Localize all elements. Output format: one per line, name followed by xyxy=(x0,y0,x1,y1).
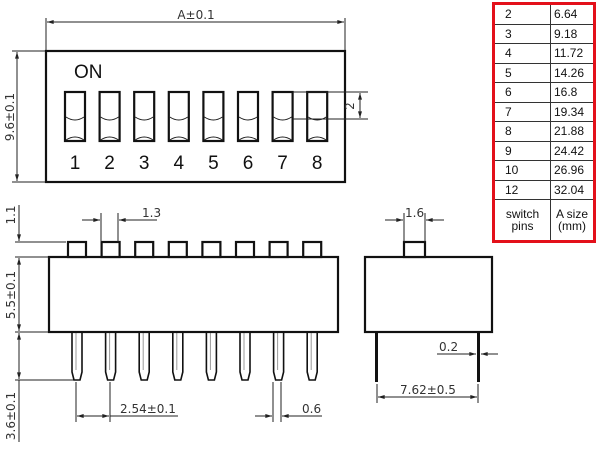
row-spacing-label: 7.62±0.5 xyxy=(400,383,456,397)
pins-cell: 9 xyxy=(493,140,551,161)
actuator xyxy=(201,240,222,259)
switch-number: 8 xyxy=(312,153,323,174)
a-size-cell: 21.88 xyxy=(550,121,595,142)
switch-8: 8 xyxy=(306,90,329,174)
pins-cell: 6 xyxy=(493,82,551,103)
pin xyxy=(104,332,117,381)
side-view: 1.6 0.2 7.62±0.5 xyxy=(363,206,498,403)
switch-5: 5 xyxy=(202,90,225,174)
switch-number: 3 xyxy=(139,153,150,174)
table-header-row: switch pins A size (mm) xyxy=(493,199,595,242)
pin xyxy=(172,332,184,381)
pitch-label: 2.54±0.1 xyxy=(120,402,176,416)
pin xyxy=(71,332,83,381)
switch-3: 3 xyxy=(133,90,156,174)
pins-cell: 4 xyxy=(493,43,551,64)
switch-7: 7 xyxy=(271,90,294,174)
a-size-cell: 6.64 xyxy=(550,3,595,25)
actuator xyxy=(100,240,121,259)
switch-number: 2 xyxy=(104,153,115,174)
switch-6: 6 xyxy=(236,90,260,174)
pin xyxy=(272,332,285,381)
a-size-cell: 32.04 xyxy=(550,179,595,200)
pin xyxy=(306,332,318,381)
pin xyxy=(138,332,150,381)
switch-1: 1 xyxy=(63,90,87,174)
a-size-cell: 11.72 xyxy=(550,43,595,64)
on-label: ON xyxy=(74,62,103,83)
body-height-label: 5.5±0.1 xyxy=(4,271,18,319)
actuator xyxy=(134,240,155,259)
actuator xyxy=(268,240,289,259)
pin-length-label: 3.6±0.1 xyxy=(4,392,18,440)
actuator-width-label: 1.3 xyxy=(142,206,161,220)
pins-cell: 3 xyxy=(493,23,551,44)
switch-number: 7 xyxy=(277,153,288,174)
header-a-size: A size (mm) xyxy=(550,199,595,242)
width-dimension-label: A±0.1 xyxy=(177,8,214,22)
switch-body-front xyxy=(47,255,340,334)
actuator xyxy=(66,240,88,259)
switch-body-side xyxy=(363,255,494,334)
height-dimension-label: 9.6±0.1 xyxy=(3,93,17,141)
actuator-travel-label: 2 xyxy=(343,102,357,110)
pins-cell: 12 xyxy=(493,179,551,200)
actuator-side xyxy=(402,240,427,259)
pin-thickness-label: 0.2 xyxy=(439,340,458,354)
side-actuator-width-label: 1.6 xyxy=(405,206,424,220)
a-size-cell: 14.26 xyxy=(550,62,595,83)
pins-cell: 8 xyxy=(493,121,551,142)
a-size-cell: 9.18 xyxy=(550,23,595,44)
pins-cell: 2 xyxy=(493,3,551,25)
switch-number: 1 xyxy=(70,153,81,174)
switch-4: 4 xyxy=(167,90,190,174)
actuator xyxy=(167,240,188,259)
a-size-cell: 26.96 xyxy=(550,160,595,181)
actuator xyxy=(302,240,323,259)
switch-number: 4 xyxy=(174,153,185,174)
switch-body-top xyxy=(44,49,347,184)
header-switch-pins: switch pins xyxy=(493,199,551,242)
actuator-height-label: 1.1 xyxy=(4,205,18,224)
top-view: A±0.1 9.6±0.1 ON 1 2 3 4 5 6 7 8 2 xyxy=(3,8,368,184)
actuator xyxy=(234,240,256,259)
pins-cell: 10 xyxy=(493,160,551,181)
switch-number: 5 xyxy=(208,153,219,174)
pin xyxy=(239,332,251,381)
a-size-cell: 16.8 xyxy=(550,82,595,103)
a-size-cell: 24.42 xyxy=(550,140,595,161)
switch-2: 2 xyxy=(98,90,121,174)
pin-width-label: 0.6 xyxy=(302,402,321,416)
pin xyxy=(205,332,218,381)
switch-number: 6 xyxy=(243,153,254,174)
front-view: 1.1 5.5±0.1 3.6±0.1 1.3 2.54±0.1 0.6 xyxy=(4,205,340,442)
a-size-cell: 19.34 xyxy=(550,101,595,122)
pins-cell: 7 xyxy=(493,101,551,122)
pins-cell: 5 xyxy=(493,62,551,83)
